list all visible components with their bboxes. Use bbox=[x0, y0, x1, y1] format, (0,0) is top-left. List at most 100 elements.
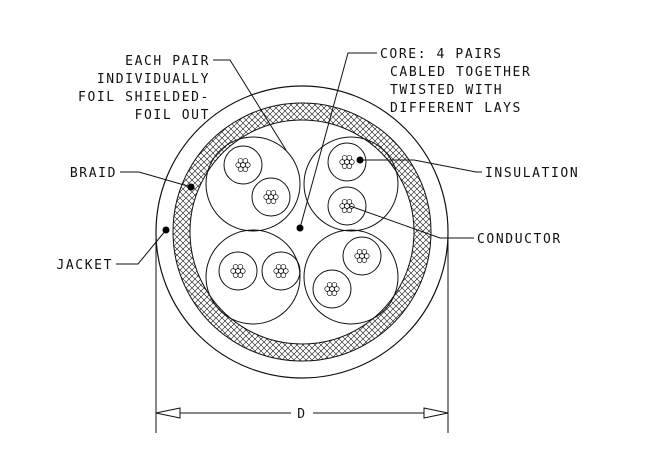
strand bbox=[242, 158, 249, 164]
arrowhead-left bbox=[155, 407, 181, 419]
strand bbox=[275, 264, 282, 270]
jacket-leader bbox=[116, 229, 167, 265]
strand bbox=[324, 286, 330, 292]
strand bbox=[237, 264, 244, 270]
conductor-strands-6 bbox=[273, 264, 289, 278]
strand bbox=[240, 268, 246, 274]
label-insulation: INSULATION bbox=[485, 166, 579, 181]
label-jacket: JACKET bbox=[56, 258, 113, 273]
insulated-conductor-8 bbox=[312, 269, 352, 309]
strand bbox=[232, 264, 239, 270]
braid-ring bbox=[172, 102, 432, 362]
strand bbox=[237, 158, 244, 164]
insulation-leader bbox=[360, 159, 482, 173]
strand bbox=[265, 198, 272, 204]
strand bbox=[346, 199, 353, 205]
strand bbox=[265, 190, 272, 196]
label-core-line-4: DIFFERENT LAYS bbox=[390, 101, 522, 116]
strand bbox=[331, 290, 338, 296]
insulated-conductors bbox=[218, 142, 382, 309]
conductor-strands-3 bbox=[339, 155, 355, 169]
dimension-d: D bbox=[155, 232, 449, 433]
conductor-strands-2 bbox=[263, 190, 279, 204]
insulated-conductor-7 bbox=[342, 236, 382, 276]
pair-shield-top-right bbox=[303, 136, 399, 232]
label-each-pair: EACH PAIR INDIVIDUALLY FOIL SHIELDED- FO… bbox=[78, 54, 210, 123]
strand bbox=[275, 272, 282, 278]
strand bbox=[346, 155, 353, 161]
jacket-outer-circle bbox=[155, 85, 449, 379]
insulated-conductor-6 bbox=[261, 251, 301, 291]
strand bbox=[356, 249, 363, 255]
strand bbox=[341, 199, 348, 205]
strand bbox=[242, 166, 249, 172]
strand bbox=[326, 290, 333, 296]
insulated-conductor-2 bbox=[251, 177, 291, 217]
braid-dot bbox=[187, 183, 195, 191]
strand bbox=[361, 257, 368, 263]
strand bbox=[354, 253, 360, 259]
strand bbox=[331, 282, 338, 288]
strand bbox=[339, 203, 345, 209]
pair-shield-leader bbox=[213, 59, 287, 151]
insulation-dot bbox=[356, 156, 364, 164]
strand bbox=[341, 163, 348, 169]
strand bbox=[356, 257, 363, 263]
strand bbox=[280, 264, 287, 270]
strand bbox=[237, 166, 244, 172]
label-core-line-3: TWISTED WITH bbox=[390, 83, 503, 98]
strand bbox=[270, 198, 277, 204]
label-each-pair-line-2: INDIVIDUALLY bbox=[97, 72, 210, 87]
dimension-label: D bbox=[297, 407, 306, 422]
conductor-strands-4 bbox=[339, 199, 355, 213]
pair-shield-top-left bbox=[205, 136, 301, 232]
label-conductor: CONDUCTOR bbox=[477, 232, 562, 247]
strand bbox=[273, 194, 279, 200]
strand bbox=[326, 282, 333, 288]
core-leader bbox=[299, 52, 377, 229]
leader-lines bbox=[116, 52, 482, 265]
label-core-line-2: CABLED TOGETHER bbox=[390, 65, 531, 80]
strand bbox=[237, 272, 244, 278]
arrowhead-right bbox=[423, 407, 449, 419]
insulated-conductor-1 bbox=[223, 145, 263, 185]
conductor-leader bbox=[349, 205, 474, 239]
strand bbox=[339, 159, 345, 165]
jacket-dot bbox=[162, 226, 170, 234]
strand bbox=[349, 203, 355, 209]
strand bbox=[349, 159, 355, 165]
strand bbox=[280, 272, 287, 278]
pair-shield-bottom-right bbox=[303, 229, 399, 325]
conductor-strands-7 bbox=[354, 249, 370, 263]
strand bbox=[361, 249, 368, 255]
conductor-strands-5 bbox=[230, 264, 246, 278]
core-dot bbox=[296, 224, 304, 232]
strand bbox=[364, 253, 370, 259]
conductor-strands-8 bbox=[324, 282, 340, 296]
insulated-conductor-3 bbox=[327, 142, 367, 182]
leader-dots bbox=[162, 156, 364, 234]
strand bbox=[334, 286, 340, 292]
label-each-pair-line-4: FOIL OUT bbox=[135, 108, 210, 123]
braid-leader bbox=[120, 171, 192, 188]
strand bbox=[283, 268, 289, 274]
strand bbox=[270, 190, 277, 196]
label-core: CORE: 4 PAIRS CABLED TOGETHER TWISTED WI… bbox=[380, 47, 531, 116]
strand bbox=[346, 163, 353, 169]
strand bbox=[273, 268, 279, 274]
label-braid: BRAID bbox=[70, 166, 117, 181]
strand bbox=[245, 162, 251, 168]
insulated-conductor-4 bbox=[327, 186, 367, 226]
strand bbox=[263, 194, 269, 200]
strand bbox=[341, 207, 348, 213]
conductor-strands-1 bbox=[235, 158, 251, 172]
label-core-line-1: CORE: 4 PAIRS bbox=[380, 47, 503, 62]
label-each-pair-line-1: EACH PAIR bbox=[125, 54, 210, 69]
strand bbox=[232, 272, 239, 278]
pair-shield-bottom-left bbox=[205, 229, 301, 325]
insulated-conductor-5 bbox=[218, 251, 258, 291]
strand bbox=[230, 268, 236, 274]
strand bbox=[341, 155, 348, 161]
label-each-pair-line-3: FOIL SHIELDED- bbox=[78, 90, 210, 105]
